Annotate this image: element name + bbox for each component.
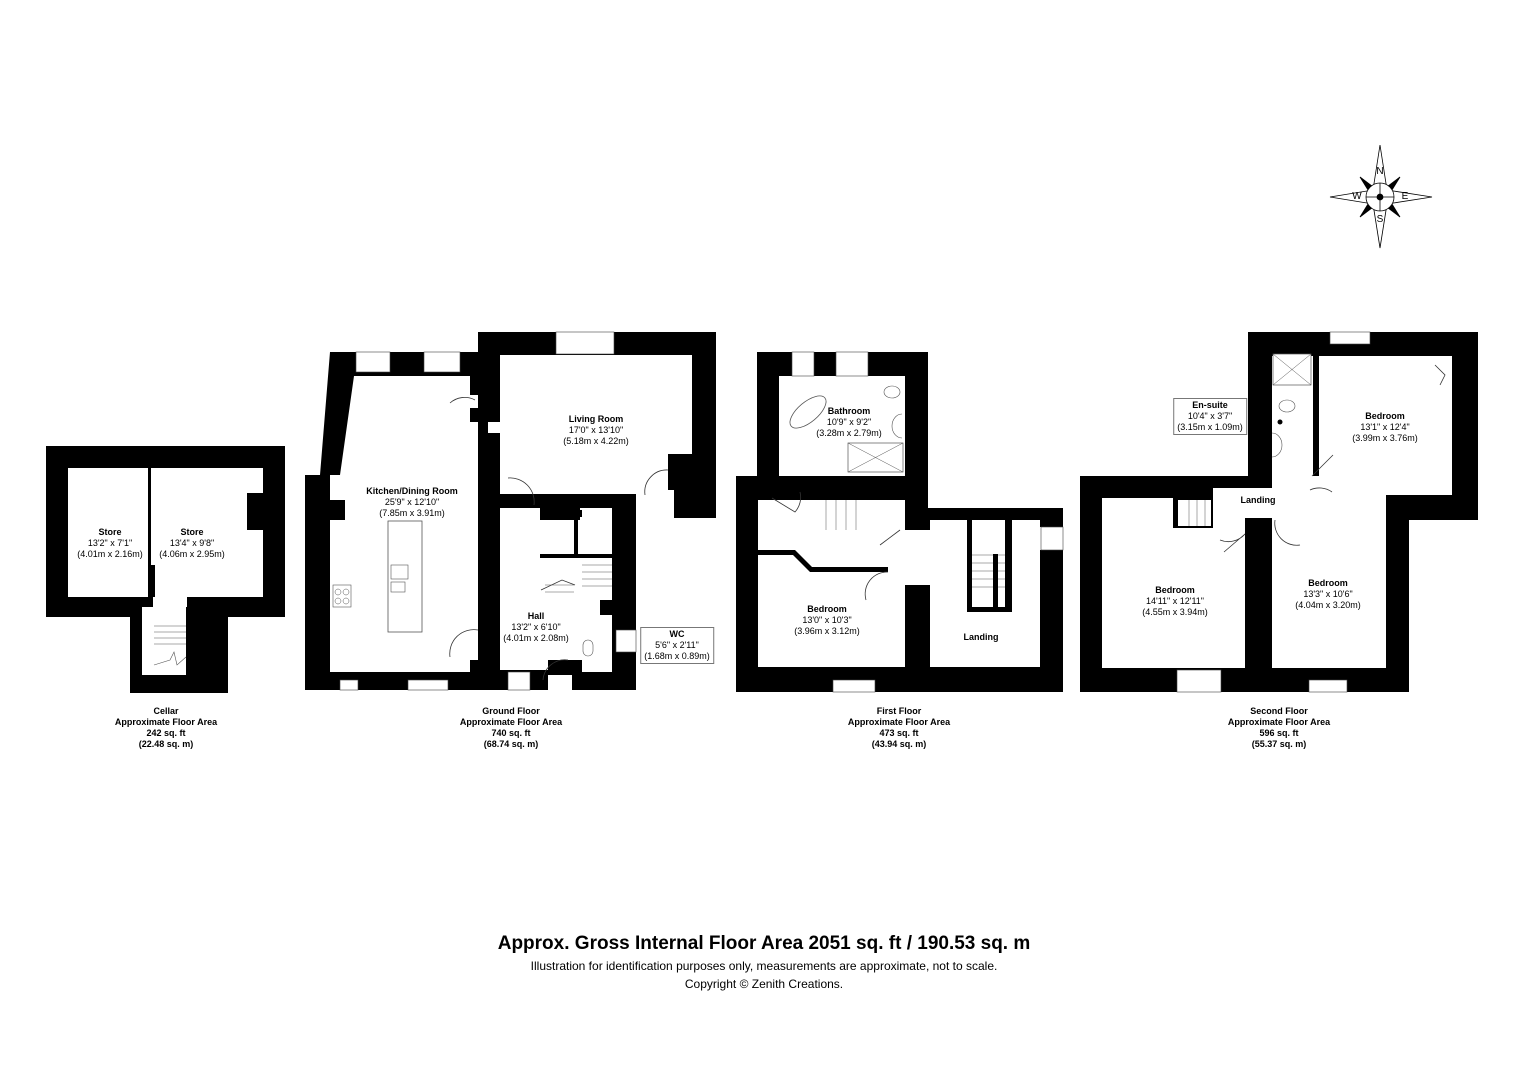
room-label-bedroom-second-1: Bedroom 13'1" x 12'4" (3.99m x 3.76m) [1352, 411, 1418, 443]
compass-north-label: N [1376, 166, 1384, 177]
compass-south-label: S [1376, 214, 1384, 225]
floor-caption-first: First Floor Approximate Floor Area 473 s… [847, 706, 951, 749]
room-label-bedroom-first: Bedroom 13'0" x 10'3" (3.96m x 3.12m) [794, 604, 860, 636]
floor-caption-second: Second Floor Approximate Floor Area 596 … [1227, 706, 1331, 749]
gross-area-title: Approx. Gross Internal Floor Area 2051 s… [497, 933, 1031, 954]
room-label-hall: Hall 13'2" x 6'10" (4.01m x 2.08m) [503, 611, 569, 643]
room-label-bathroom: Bathroom 10'9" x 9'2" (3.28m x 2.79m) [816, 406, 882, 438]
room-label-kitchen-dining: Kitchen/Dining Room 25'9" x 12'10" (7.85… [366, 486, 458, 518]
room-label-en-suite: En-suite 10'4" x 3'7" (3.15m x 1.09m) [1173, 398, 1247, 435]
floor-caption-cellar: Cellar Approximate Floor Area 242 sq. ft… [114, 706, 218, 749]
room-label-store-1: Store 13'2" x 7'1" (4.01m x 2.16m) [77, 527, 143, 559]
ground-floor-plan [305, 331, 716, 691]
copyright-text: Copyright © Zenith Creations. [684, 977, 844, 991]
compass-west-label: W [1352, 191, 1362, 202]
cellar-plan [46, 446, 285, 693]
floor-caption-ground: Ground Floor Approximate Floor Area 740 … [459, 706, 563, 749]
compass-rose-icon [1329, 144, 1433, 249]
room-label-store-2: Store 13'4" x 9'8" (4.06m x 2.95m) [159, 527, 225, 559]
first-floor-plan [736, 351, 1064, 693]
disclaimer-note: Illustration for identification purposes… [530, 959, 998, 973]
room-label-living-room: Living Room 17'0" x 13'10" (5.18m x 4.22… [563, 414, 629, 446]
room-label-wc: WC 5'6" x 2'11" (1.68m x 0.89m) [640, 627, 714, 664]
room-label-landing-first: Landing [963, 632, 999, 642]
room-label-bedroom-second-2: Bedroom 14'11" x 12'11" (4.55m x 3.94m) [1142, 585, 1208, 617]
room-label-landing-second: Landing [1240, 495, 1276, 505]
second-floor-plan [1080, 331, 1478, 693]
room-label-bedroom-second-3: Bedroom 13'3" x 10'6" (4.04m x 3.20m) [1295, 578, 1361, 610]
compass-east-label: E [1401, 191, 1409, 202]
